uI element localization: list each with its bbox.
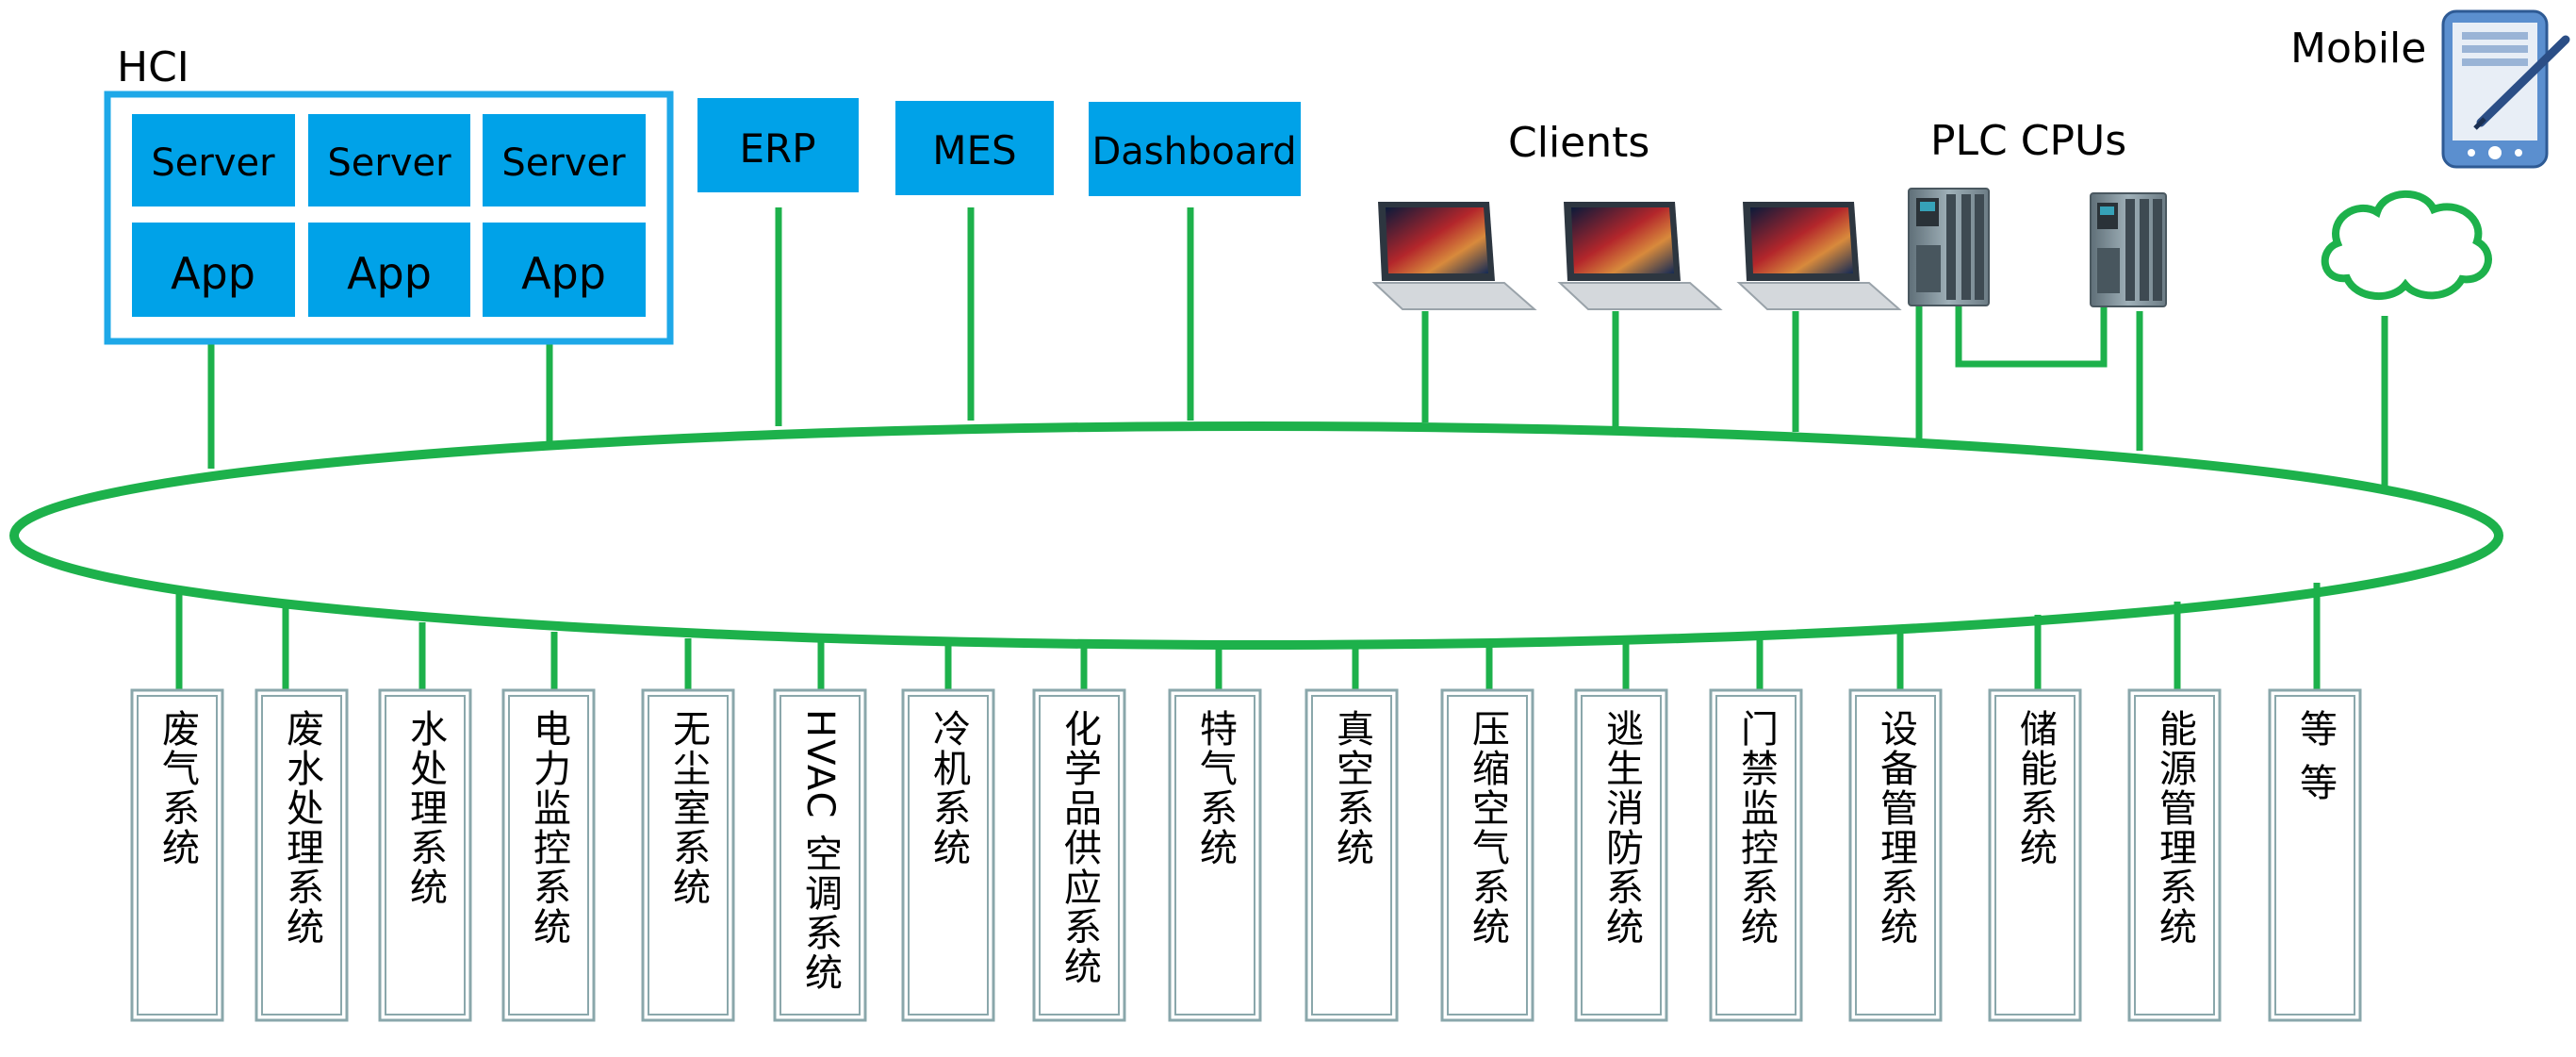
subsystem-label: 逃生消防系统 <box>1600 709 1643 947</box>
app-label: App <box>521 248 606 299</box>
subsystem-box <box>901 688 995 1022</box>
subsystem-label: 化学品供应系统 <box>1058 709 1102 986</box>
subsystem-box <box>1168 688 1262 1022</box>
laptop-icon <box>1557 202 1723 310</box>
subsystem-box <box>130 688 224 1022</box>
subsystem-label: 废水处理系统 <box>280 709 323 947</box>
subsystem-label: 无尘室系统 <box>666 709 710 907</box>
mes-box <box>895 101 1054 195</box>
subsystem-label: HVAC 空调系统 <box>798 709 842 992</box>
subsystem-box <box>1574 688 1668 1022</box>
subsystem-box-inner-border <box>1174 695 1255 1016</box>
subsystem-box <box>378 688 472 1022</box>
server-box <box>132 114 295 206</box>
laptop-icon <box>1736 202 1902 310</box>
server-label: Server <box>327 141 451 185</box>
server-box <box>483 114 646 206</box>
subsystem-box <box>1440 688 1534 1022</box>
subsystem-label: 能源管理系统 <box>2153 709 2196 947</box>
subsystem-box-inner-border <box>1447 695 1528 1016</box>
subsystem-box <box>1988 688 2082 1022</box>
erp-label: ERP <box>739 125 815 172</box>
bottom-connectors <box>175 583 2321 690</box>
subsystem-label: 特气系统 <box>1193 709 1237 867</box>
subsystem-box-inner-border <box>261 695 342 1016</box>
subsystem-box <box>2127 688 2222 1022</box>
subsystem-label: 设备管理系统 <box>1874 709 1917 947</box>
subsystem-box-inner-border <box>1855 695 1936 1016</box>
server-label: Server <box>501 141 626 185</box>
laptop-icon <box>1371 202 1537 310</box>
subsystem-label: 电力监控系统 <box>527 709 570 947</box>
subsystem-box-inner-border <box>2274 695 2355 1016</box>
app-label: App <box>171 248 255 299</box>
network-ring <box>9 421 2503 650</box>
subsystem-box-inner-border <box>1581 695 1662 1016</box>
app-box <box>308 223 470 317</box>
clients-label: Clients <box>1508 119 1649 167</box>
dashboard-label: Dashboard <box>1091 130 1296 173</box>
top-connectors <box>207 207 2388 486</box>
subsystem-label: 废气系统 <box>156 709 199 867</box>
dashboard-box <box>1089 102 1301 196</box>
subsystem-label: 水处理系统 <box>403 709 447 907</box>
subsystem-box <box>501 688 596 1022</box>
subsystem-box <box>641 688 735 1022</box>
subsystem-label: 门禁监控系统 <box>1734 709 1778 947</box>
plc-cpu-icon <box>1908 188 1990 306</box>
hci-title: HCI <box>117 43 189 91</box>
subsystem-box <box>254 688 349 1022</box>
mobile-device-icon <box>2441 9 2570 169</box>
plc-label: PLC CPUs <box>1930 117 2126 165</box>
subsystem-box-inner-border <box>908 695 989 1016</box>
mes-label: MES <box>932 127 1016 173</box>
plc-cpu-icon <box>2090 192 2167 307</box>
subsystem-box <box>1709 688 1803 1022</box>
mobile-label: Mobile <box>2290 25 2426 73</box>
subsystem-box-inner-border <box>2134 695 2215 1016</box>
subsystem-box <box>2268 688 2362 1022</box>
subsystem-box-inner-border <box>1715 695 1797 1016</box>
plc-link <box>1955 306 2108 368</box>
subsystem-label: 压缩空气系统 <box>1466 709 1509 947</box>
subsystem-box <box>1304 688 1399 1022</box>
subsystem-label: 等 等 <box>2293 709 2337 802</box>
subsystem-box-inner-border <box>648 695 729 1016</box>
app-box <box>483 223 646 317</box>
cloud-icon <box>2321 190 2492 300</box>
subsystem-box <box>1848 688 1943 1022</box>
subsystem-box <box>1032 688 1126 1022</box>
server-label: Server <box>151 141 275 185</box>
app-boxes: ERP MES Dashboard <box>697 98 1301 196</box>
server-box <box>308 114 470 206</box>
subsystem-row: 废气系统 废水处理系统 水处理系统 电力监控系统 无尘室系统 HVAC 空调系统 冷机系统 化… <box>130 688 2362 1022</box>
hci-group: HCI Server Server Server App App App <box>104 43 674 345</box>
subsystem-box-inner-border <box>508 695 589 1016</box>
subsystem-box-inner-border <box>385 695 466 1016</box>
app-box <box>132 223 295 317</box>
subsystem-box-inner-border <box>1039 695 1120 1016</box>
subsystem-label: 真空系统 <box>1330 709 1373 867</box>
subsystem-label: 冷机系统 <box>927 709 970 867</box>
subsystem-box-inner-border <box>779 695 861 1016</box>
subsystem-box <box>773 688 867 1022</box>
app-label: App <box>347 248 432 299</box>
erp-box <box>697 98 859 192</box>
subsystem-label: 储能系统 <box>2013 709 2058 867</box>
subsystem-box-inner-border <box>137 695 218 1016</box>
subsystem-box-inner-border <box>1311 695 1392 1016</box>
subsystem-box-inner-border <box>1994 695 2076 1016</box>
